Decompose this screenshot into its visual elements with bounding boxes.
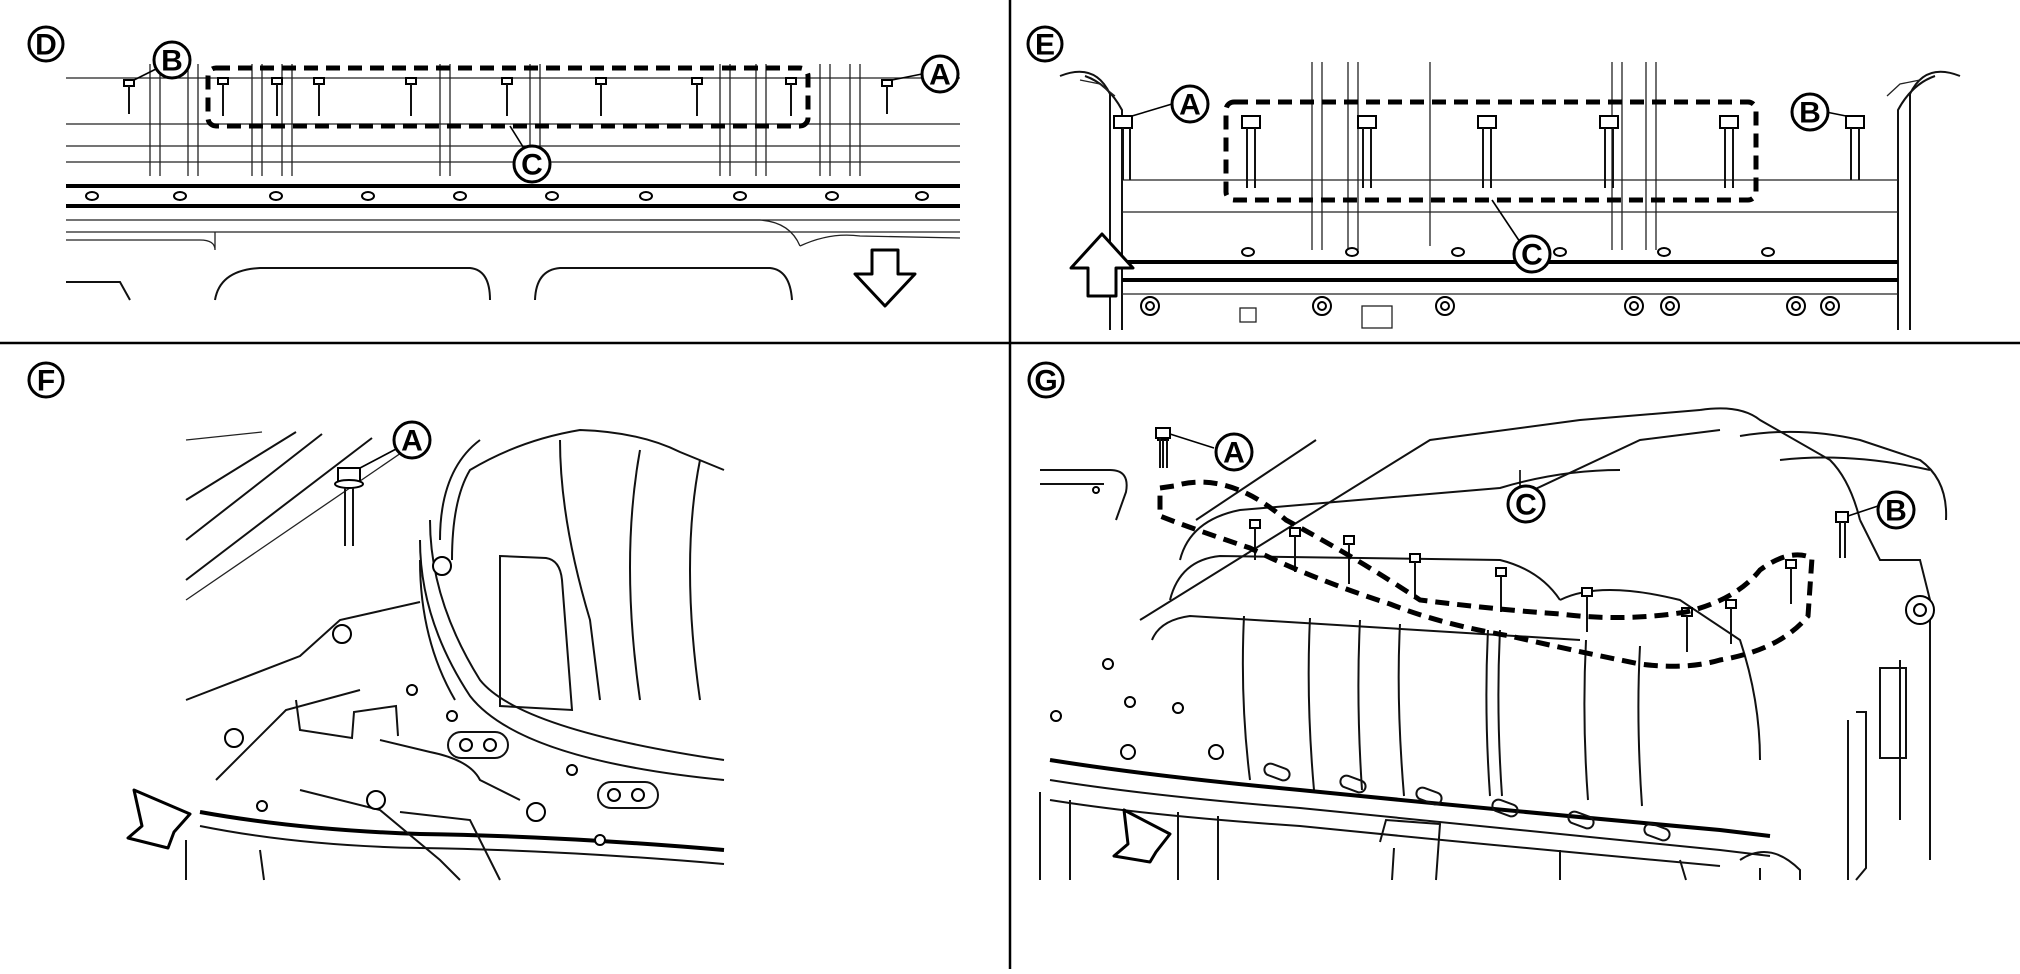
panel-e-holes xyxy=(1140,296,1840,316)
panel-g-bolt-group-outline xyxy=(1157,479,1815,669)
panel-g-callout-a: A xyxy=(1214,432,1254,472)
svg-text:D: D xyxy=(35,29,57,62)
panel-d-label: D xyxy=(27,25,65,63)
panel-f-bolt xyxy=(334,467,364,546)
svg-text:A: A xyxy=(1223,437,1245,470)
panel-e-label: E xyxy=(1026,25,1064,63)
panel-f-direction-arrow xyxy=(126,788,192,850)
panel-d-down-arrow xyxy=(853,248,917,308)
svg-text:A: A xyxy=(929,59,951,92)
panel-e-callout-c: C xyxy=(1512,234,1552,274)
panel-e-callout-b: B xyxy=(1790,92,1830,132)
svg-text:C: C xyxy=(521,149,543,182)
panel-g: G xyxy=(1027,361,1948,881)
svg-text:C: C xyxy=(1521,239,1543,272)
svg-text:F: F xyxy=(37,365,55,398)
panel-f-label: F xyxy=(27,361,65,399)
panel-e-up-arrow xyxy=(1069,232,1135,298)
panel-e-bolt-group-outline xyxy=(1223,99,1759,203)
panel-f-nuts xyxy=(224,556,606,846)
panel-g-callout-c: C xyxy=(1506,484,1546,524)
panel-g-nuts xyxy=(1050,658,1224,760)
panel-e-grille xyxy=(1361,305,1393,329)
panel-e: E xyxy=(1026,25,1961,330)
panel-g-callout-b: B xyxy=(1876,490,1916,530)
panel-d-bolts xyxy=(123,77,893,116)
svg-text:A: A xyxy=(401,425,423,458)
panel-d-callout-b: B xyxy=(152,40,192,80)
panel-d-vertical-bars xyxy=(149,64,861,176)
panel-d-nuts xyxy=(85,191,929,201)
panel-g-ribs xyxy=(1241,615,1643,807)
panel-f: F xyxy=(27,361,725,881)
svg-text:A: A xyxy=(1179,89,1201,122)
panel-e-bolts xyxy=(1113,115,1865,188)
panel-g-direction-arrow xyxy=(1112,808,1172,864)
panel-d: D xyxy=(27,25,961,308)
svg-text:B: B xyxy=(161,45,183,78)
svg-text:G: G xyxy=(1034,365,1057,398)
panel-g-flange-slots xyxy=(1263,762,1671,842)
panel-g-label: G xyxy=(1027,361,1065,399)
svg-text:B: B xyxy=(1799,97,1821,130)
panel-g-bolts xyxy=(1155,427,1849,652)
panel-d-callout-a: A xyxy=(920,54,960,94)
svg-text:B: B xyxy=(1885,495,1907,528)
panel-e-callout-a: A xyxy=(1170,84,1210,124)
panel-e-nuts xyxy=(1241,247,1775,257)
panel-f-callout-a: A xyxy=(392,420,432,460)
panel-d-callout-c: C xyxy=(512,144,552,184)
svg-text:C: C xyxy=(1515,489,1537,522)
svg-text:E: E xyxy=(1035,29,1055,62)
panel-d-bolt-group-outline xyxy=(205,65,811,129)
panel-f-slots xyxy=(447,731,659,809)
